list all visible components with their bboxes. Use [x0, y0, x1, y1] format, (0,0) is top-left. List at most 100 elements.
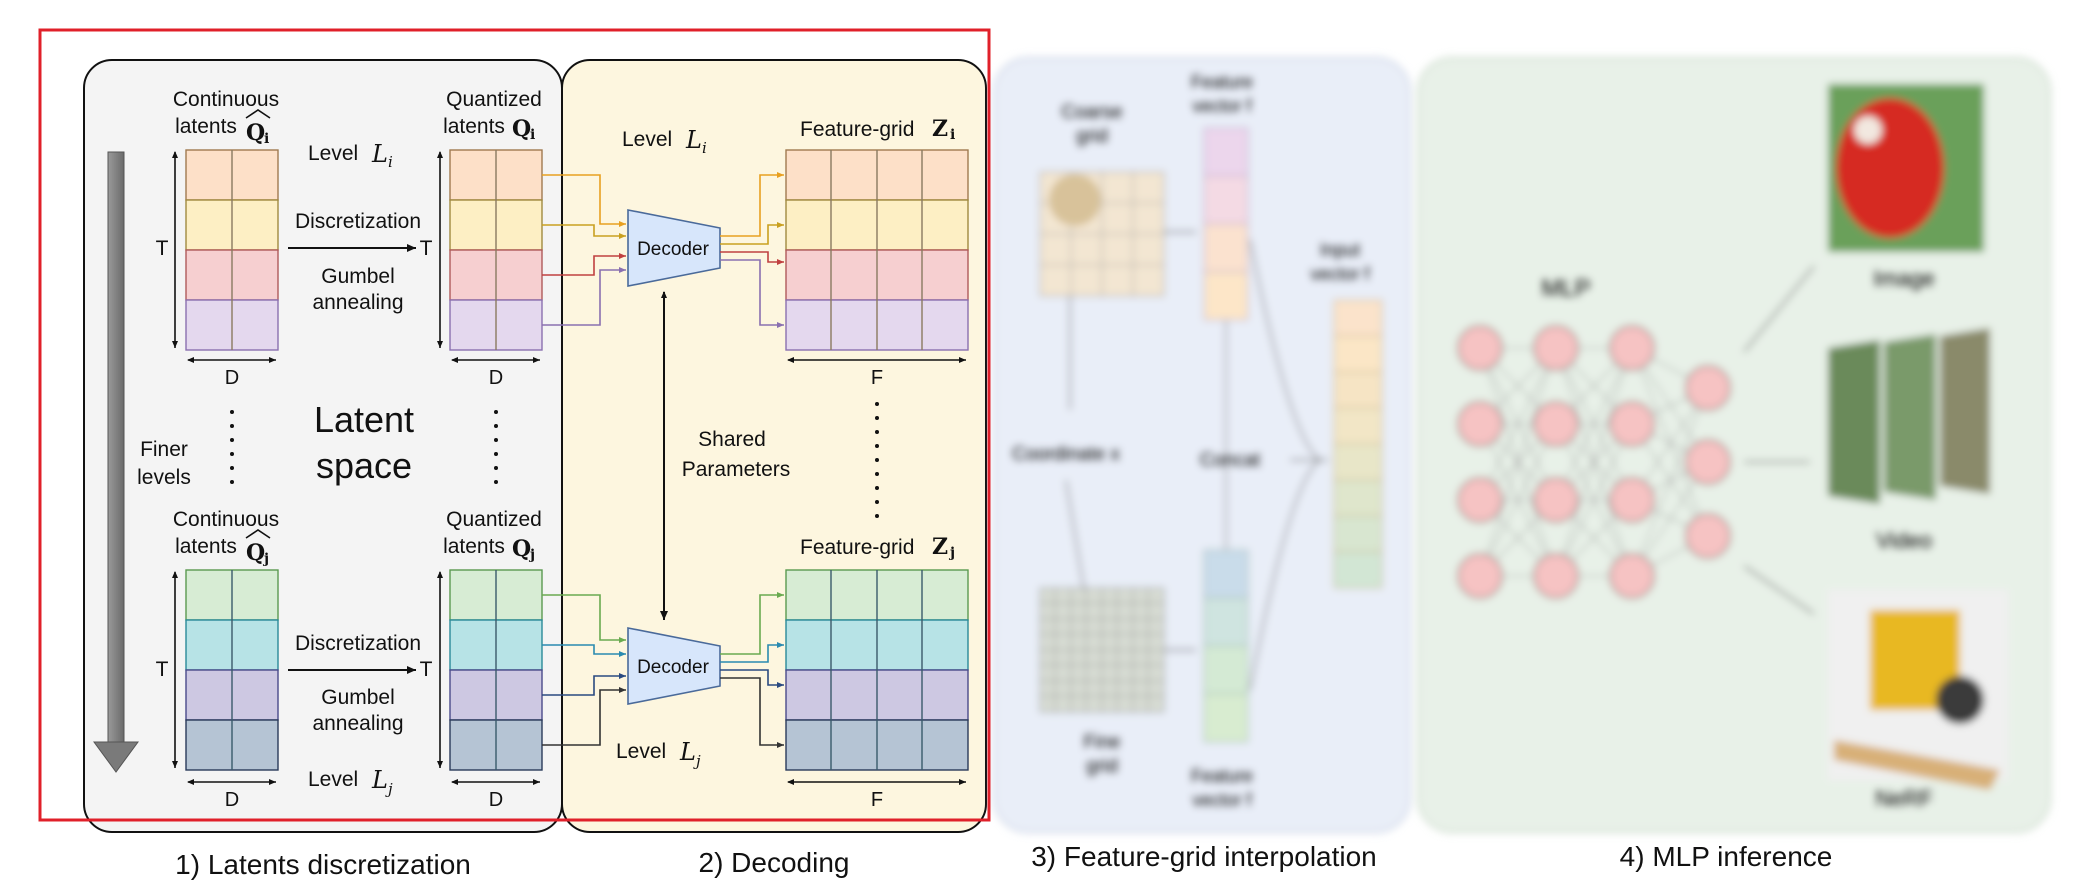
annealing-label-bottom: annealing — [312, 712, 403, 735]
svg-text:Level: Level — [308, 768, 358, 791]
svg-text:Decoder: Decoder — [637, 239, 709, 260]
quantized-grid-top — [449, 149, 543, 351]
mlp-output-video: Video — [1876, 528, 1932, 553]
decoder-level-lj-label: Level L j — [616, 738, 701, 770]
shared-parameters-label-2: Parameters — [682, 458, 791, 481]
svg-text:Z: Z — [932, 116, 948, 142]
mlp-output-nerf: NeRF — [1875, 786, 1932, 811]
svg-text:j: j — [385, 780, 393, 798]
feature-grid-zi-label: Feature-grid Z i — [800, 116, 955, 143]
interp-fine-label: Fine — [1084, 732, 1121, 753]
svg-text:i: i — [264, 131, 269, 147]
axis-d-label-bottom: D — [225, 789, 239, 811]
svg-text:Feature-grid: Feature-grid — [800, 118, 914, 141]
feature-grid-bottom — [785, 569, 969, 771]
continuous-latents-bottom-sub: latents — [175, 535, 237, 558]
axis-t-label-bottom: T — [156, 658, 169, 681]
mlp-output-image: Image — [1873, 266, 1934, 291]
quantized-latents-bottom-title: Quantized — [446, 508, 542, 531]
vertical-ellipsis-left — [230, 410, 234, 484]
connectors-bottom-in — [542, 594, 626, 746]
panel-mlp: MLP Image Video NeRF — [1417, 57, 2051, 833]
interp-feature-top: Feature — [1191, 72, 1253, 92]
quantized-latents-bottom-sub: latents — [443, 535, 505, 558]
quantized-latents-top-sub: latents — [443, 115, 505, 138]
gumbel-label-bottom: Gumbel — [321, 686, 395, 709]
interp-concat-label: Concat — [1200, 450, 1261, 471]
discretization-label-bottom: Discretization — [295, 632, 421, 655]
continuous-latents-top-sub: latents — [175, 115, 237, 138]
caption-latents-discretization: 1) Latents discretization — [175, 849, 471, 880]
level-li-label: Level L i — [308, 140, 393, 171]
qhat-i-symbol: Q i — [245, 109, 271, 147]
svg-text:j: j — [693, 752, 701, 770]
svg-text:L: L — [679, 738, 696, 766]
svg-text:i: i — [388, 153, 393, 171]
svg-text:Level: Level — [308, 142, 358, 165]
axis-d-label-q-bottom: D — [489, 789, 503, 811]
interp-input-label-2: vector f — [1310, 264, 1370, 284]
latent-space-title: Latent — [314, 399, 414, 440]
annealing-label-top: annealing — [312, 291, 403, 314]
interp-feature-top-2: vector f — [1192, 96, 1252, 116]
svg-text:Feature-grid: Feature-grid — [800, 536, 914, 559]
mlp-title: MLP — [1541, 275, 1590, 302]
axis-t-label-q: T — [420, 237, 433, 260]
svg-text:Q: Q — [246, 540, 265, 566]
svg-text:Level: Level — [622, 128, 672, 151]
quantized-latents-top-title: Quantized — [446, 88, 542, 111]
caption-mlp-inference: 4) MLP inference — [1620, 841, 1833, 872]
feature-grid-top — [785, 149, 969, 351]
connectors-bottom-out — [720, 592, 784, 748]
svg-text:j: j — [948, 545, 955, 561]
interp-coarse-label: Coarse — [1061, 102, 1122, 123]
axis-t-label-q-bottom: T — [420, 658, 433, 681]
highlight-box — [38, 28, 991, 822]
decoder-bottom: Decoder — [627, 627, 721, 705]
caption-decoding: 2) Decoding — [699, 847, 850, 878]
gumbel-label-top: Gumbel — [321, 265, 395, 288]
decoder-top: Decoder — [627, 209, 721, 287]
axis-f-label-top: F — [871, 367, 883, 389]
latent-space-title-2: space — [316, 445, 412, 486]
axis-d-label: D — [225, 367, 239, 389]
svg-text:i: i — [530, 127, 535, 143]
finer-levels-label-2: levels — [137, 466, 191, 489]
vertical-ellipsis-feature — [875, 402, 879, 518]
svg-text:j: j — [262, 551, 269, 567]
svg-text:Decoder: Decoder — [637, 657, 709, 678]
interp-coordinate-label: Coordinate x — [1012, 444, 1120, 465]
axis-d-label-q: D — [489, 367, 503, 389]
q-i-symbol: Q i — [512, 116, 535, 143]
svg-text:L: L — [371, 766, 388, 794]
svg-text:L: L — [685, 126, 702, 154]
connectors-top-out — [720, 172, 784, 328]
axis-t-label: T — [156, 237, 169, 260]
discretization-label-top: Discretization — [295, 210, 421, 233]
feature-grid-zj-label: Feature-grid Z j — [800, 534, 955, 561]
continuous-latents-bottom-title: Continuous — [173, 508, 279, 531]
vertical-ellipsis-right — [494, 410, 498, 484]
svg-text:Z: Z — [932, 534, 948, 560]
continuous-grid-bottom — [185, 569, 279, 771]
interp-input-label: Input — [1320, 240, 1360, 260]
decoder-level-li-label: Level L i — [622, 126, 707, 157]
caption-feature-grid-interpolation: 3) Feature-grid interpolation — [1031, 841, 1377, 872]
svg-text:L: L — [371, 140, 388, 168]
svg-text:Q: Q — [246, 120, 265, 146]
svg-text:Level: Level — [616, 740, 666, 763]
interp-feature-bottom-2: vector f — [1192, 790, 1252, 810]
axis-f-label-bottom: F — [871, 789, 883, 811]
level-lj-label: Level L j — [308, 766, 393, 798]
continuous-latents-top-title: Continuous — [173, 88, 279, 111]
interp-feature-bottom: Feature — [1191, 766, 1253, 786]
finer-levels-arrow — [93, 151, 139, 773]
continuous-grid-top — [185, 149, 279, 351]
svg-text:i: i — [702, 139, 707, 157]
svg-text:j: j — [528, 547, 535, 563]
finer-levels-label: Finer — [140, 438, 188, 461]
interp-coarse-label-2: grid — [1076, 126, 1108, 147]
svg-text:i: i — [950, 127, 955, 143]
panel-interpolation: Coarse grid Fine grid Feature vector f F… — [993, 57, 1448, 833]
